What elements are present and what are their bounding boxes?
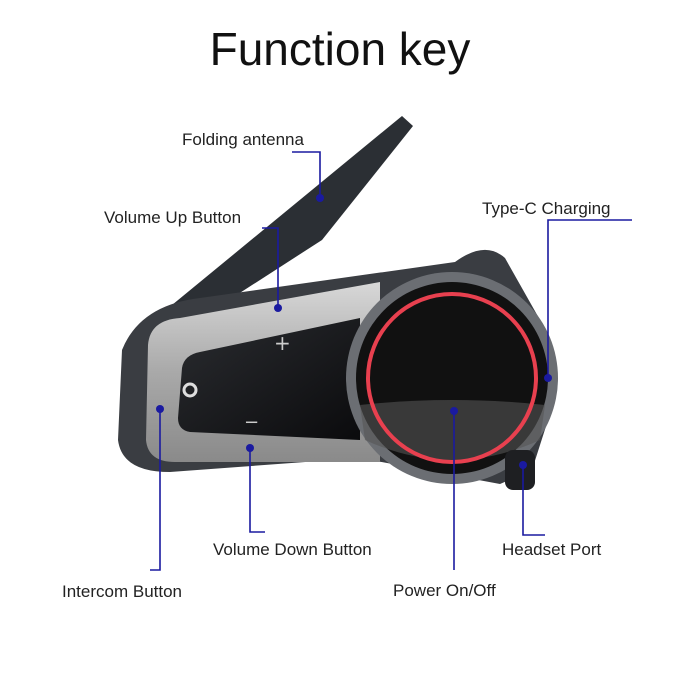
intercom-logo-icon [182, 382, 198, 398]
display-panel [178, 318, 360, 440]
label-power: Power On/Off [393, 581, 496, 600]
leader-lines [150, 151, 632, 571]
label-intercom: Intercom Button [62, 582, 183, 601]
power-dial-red-ring [366, 292, 538, 464]
label-volume-up: Volume Up Button [104, 208, 242, 227]
leader-dots [156, 194, 552, 469]
power-dial-reflection [360, 400, 545, 460]
headset-port [505, 450, 535, 490]
label-volume-down: Volume Down Button [213, 540, 372, 559]
diagram-title: Function key [209, 23, 471, 75]
folding-antenna [172, 116, 413, 305]
label-headset: Headset Port [502, 540, 602, 559]
label-type-c: Type-C Charging [482, 199, 611, 218]
label-folding-antenna: Folding antenna [182, 130, 304, 149]
plus-mark: + [274, 331, 291, 355]
minus-mark: − [244, 412, 259, 433]
